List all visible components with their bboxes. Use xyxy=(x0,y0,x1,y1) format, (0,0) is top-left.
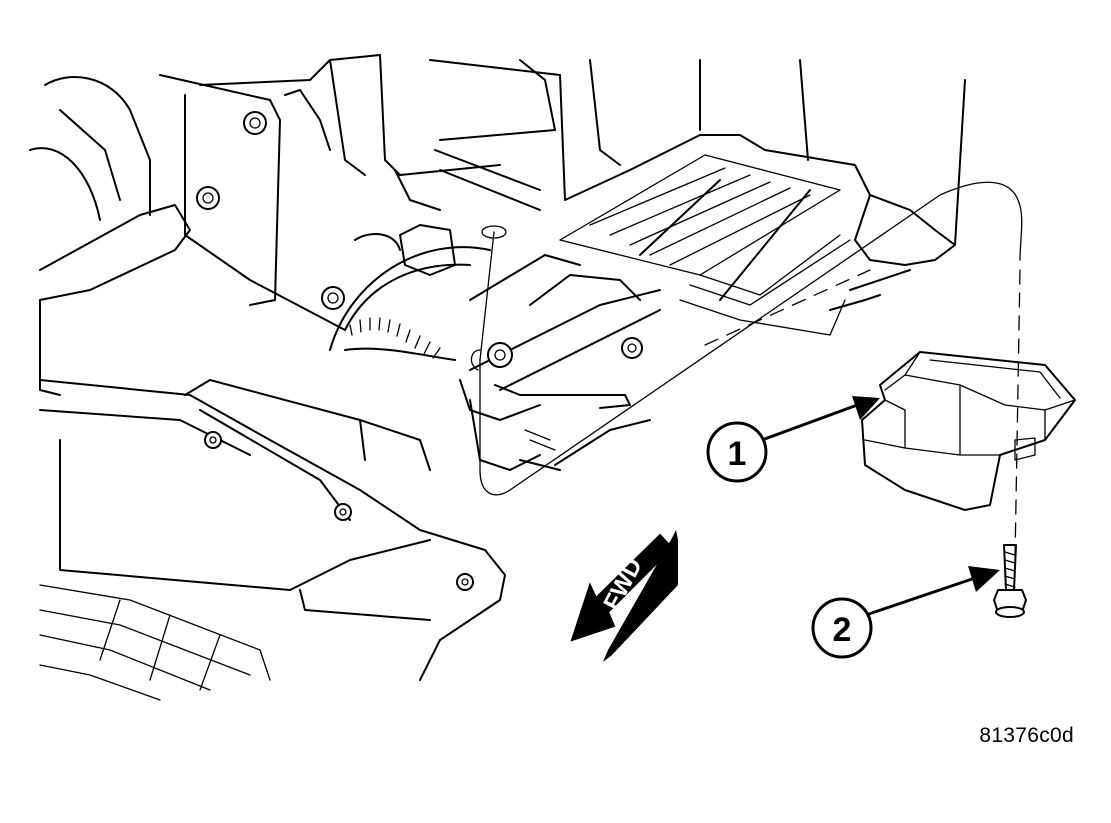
hex-bolt-center-left xyxy=(321,286,345,310)
pan-bolt-2 xyxy=(334,503,352,521)
bolt-component xyxy=(993,544,1027,618)
callout-2-circle xyxy=(811,597,873,659)
pan-bolt-3 xyxy=(456,573,474,591)
pan-bolt-1 xyxy=(204,431,222,449)
callout-1: 1 xyxy=(706,396,880,483)
callout-1-arrowhead xyxy=(852,396,880,420)
structural-cover-component xyxy=(861,351,1076,511)
hex-bolt-center xyxy=(487,342,513,368)
callout-1-leader xyxy=(760,402,862,442)
hex-bolt-top-left xyxy=(243,111,267,135)
figure-id: 81376c0d xyxy=(979,724,1074,747)
fwd-direction-arrow: FWD xyxy=(570,530,678,662)
callout-2-leader xyxy=(864,576,977,617)
transmission-assembly xyxy=(29,54,966,701)
callout-1-circle xyxy=(706,421,768,483)
callout-2-number: 2 xyxy=(833,611,852,649)
alignment-leader-lines xyxy=(509,181,1023,561)
hex-bolt-left xyxy=(196,186,220,210)
callout-2-arrowhead xyxy=(968,566,1000,592)
callout-2: 2 xyxy=(811,566,1000,659)
callout-1-number: 1 xyxy=(728,435,747,473)
mounting-hole xyxy=(481,225,507,239)
hex-bolt-right xyxy=(621,337,643,359)
